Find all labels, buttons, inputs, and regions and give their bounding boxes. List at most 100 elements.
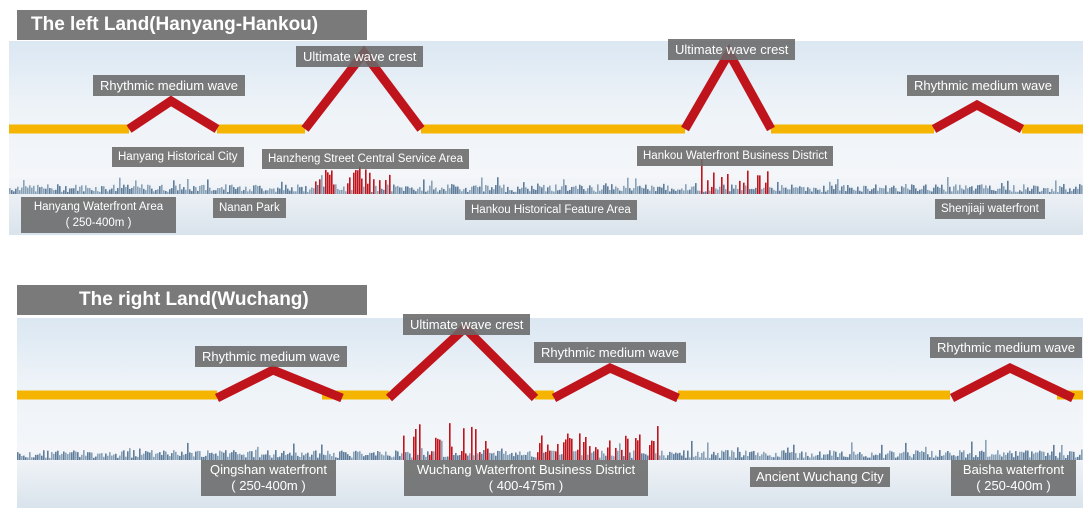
skyline-building: [643, 453, 645, 460]
skyline-building: [163, 190, 165, 194]
skyline-building: [1045, 188, 1047, 194]
skyline-building: [539, 186, 541, 194]
skyline-building: [743, 455, 745, 460]
skyline-building: [469, 453, 471, 460]
skyline-building: [809, 188, 811, 194]
skyline-building: [85, 455, 87, 460]
skyline-building: [803, 457, 805, 460]
skyline-building: [433, 451, 435, 460]
skyline-building: [825, 454, 827, 460]
skyline-building: [883, 188, 885, 194]
skyline-building: [1049, 455, 1051, 460]
skyline-building: [137, 186, 139, 194]
skyline-building: [237, 187, 239, 194]
skyline-building: [1043, 188, 1045, 194]
skyline-building: [785, 452, 787, 460]
skyline-building: [851, 187, 853, 194]
skyline-building: [171, 453, 173, 460]
skyline-building: [573, 186, 575, 194]
skyline-building: [767, 455, 769, 460]
skyline-building: [377, 191, 379, 194]
skyline-building: [1041, 451, 1043, 460]
skyline-building: [429, 454, 431, 460]
skyline-building: [331, 170, 333, 194]
skyline-building: [89, 188, 91, 194]
skyline-building: [1055, 456, 1057, 460]
skyline-building: [1015, 451, 1017, 460]
skyline-building: [705, 457, 707, 460]
skyline-building: [165, 190, 167, 194]
skyline-building: [117, 457, 119, 460]
skyline-building: [405, 452, 407, 460]
skyline-building: [103, 456, 105, 460]
skyline-building: [861, 191, 863, 194]
skyline-building: [87, 452, 89, 460]
section-title-left-land: The left Land(Hanyang-Hankou): [17, 10, 367, 40]
skyline-building: [745, 450, 747, 460]
skyline-building: [637, 186, 639, 194]
medium-wave: [126, 95, 220, 133]
skyline-building: [1005, 454, 1007, 460]
skyline-building: [677, 189, 679, 194]
skyline-building: [577, 188, 579, 194]
skyline-building: [933, 187, 935, 194]
skyline-building: [875, 184, 877, 194]
skyline-building: [215, 453, 217, 460]
area-label: Hanyang Waterfront Area ( 250-400m ): [21, 197, 176, 233]
skyline-building: [1079, 454, 1081, 460]
skyline-building: [661, 450, 663, 460]
skyline-building: [183, 187, 185, 194]
skyline-building: [847, 185, 849, 194]
skyline-building: [705, 191, 707, 194]
skyline-building: [121, 188, 123, 194]
skyline-building: [733, 451, 735, 460]
skyline-building: [79, 456, 81, 460]
skyline-building: [567, 433, 569, 460]
skyline-building: [595, 447, 597, 460]
skyline-building: [463, 428, 465, 460]
skyline-building: [205, 190, 207, 194]
skyline-building: [327, 450, 329, 460]
skyline-building: [113, 184, 115, 194]
skyline-building: [873, 188, 875, 194]
skyline-building: [125, 456, 127, 460]
skyline-building: [739, 451, 741, 460]
skyline-building: [49, 457, 51, 460]
skyline-building: [885, 454, 887, 460]
skyline-building: [473, 455, 475, 460]
skyline-building: [169, 189, 171, 194]
skyline-building: [835, 184, 837, 194]
skyline-building: [291, 455, 293, 460]
skyline-building: [455, 186, 457, 194]
skyline-building: [307, 191, 309, 194]
skyline-building: [51, 452, 53, 460]
skyline-building: [923, 452, 925, 460]
skyline-building: [271, 188, 273, 194]
skyline-building: [821, 457, 823, 460]
skyline-building: [109, 189, 111, 194]
skyline-building: [39, 453, 41, 460]
skyline-building: [853, 451, 855, 460]
skyline-building: [133, 450, 135, 460]
skyline-building: [567, 190, 569, 194]
skyline-building: [485, 440, 487, 460]
area-label: Baisha waterfront ( 250-400m ): [951, 460, 1076, 496]
skyline-building: [229, 453, 231, 460]
skyline-building: [755, 187, 757, 194]
skyline-building: [523, 182, 525, 194]
skyline-building: [801, 187, 803, 194]
skyline-building: [765, 453, 767, 460]
skyline-building: [1045, 455, 1047, 460]
skyline-building: [905, 442, 907, 460]
skyline-building: [721, 450, 723, 460]
skyline-building: [807, 187, 809, 194]
skyline-building: [197, 450, 199, 460]
skyline-building: [747, 170, 749, 194]
skyline-building: [477, 453, 479, 460]
skyline-building: [245, 457, 247, 460]
skyline-building: [1001, 183, 1003, 194]
skyline-building: [637, 440, 639, 460]
skyline-building: [585, 190, 587, 194]
skyline-building: [191, 452, 193, 460]
skyline-building: [355, 450, 357, 460]
